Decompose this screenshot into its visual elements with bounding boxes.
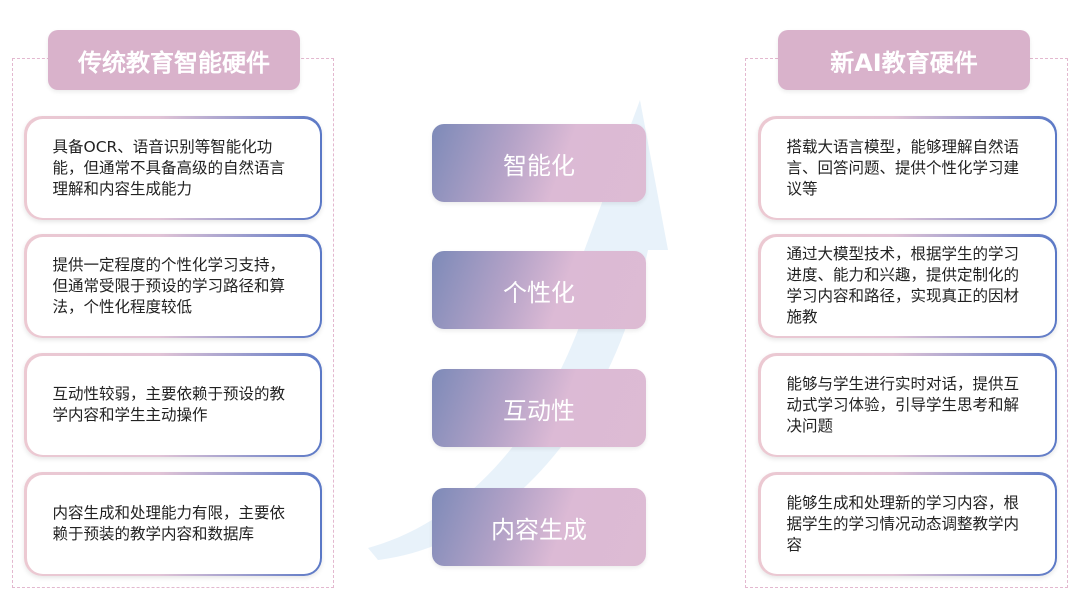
dimension-interactivity: 互动性 [432,369,646,447]
new-ai-header: 新AI教育硬件 [778,30,1030,90]
card-text: 能够生成和处理新的学习内容，根据学生的学习情况动态调整教学内容 [760,474,1055,574]
new-ai-card: 能够生成和处理新的学习内容，根据学生的学习情况动态调整教学内容 [758,472,1057,576]
traditional-card: 内容生成和处理能力有限，主要依赖于预装的教学内容和数据库 [24,472,322,576]
new-ai-card: 通过大模型技术，根据学生的学习进度、能力和兴趣，提供定制化的学习内容和路径，实现… [758,234,1057,338]
traditional-card: 具备OCR、语音识别等智能化功能，但通常不具备高级的自然语言理解和内容生成能力 [24,116,322,220]
new-ai-card: 搭载大语言模型，能够理解自然语言、回答问题、提供个性化学习建议等 [758,116,1057,220]
card-text: 通过大模型技术，根据学生的学习进度、能力和兴趣，提供定制化的学习内容和路径，实现… [760,236,1055,336]
dimension-intelligence: 智能化 [432,124,646,202]
traditional-header: 传统教育智能硬件 [48,30,300,90]
card-text: 提供一定程度的个性化学习支持，但通常受限于预设的学习路径和算法，个性化程度较低 [26,236,320,336]
card-text: 搭载大语言模型，能够理解自然语言、回答问题、提供个性化学习建议等 [760,118,1055,218]
card-text: 具备OCR、语音识别等智能化功能，但通常不具备高级的自然语言理解和内容生成能力 [26,118,320,218]
card-text: 能够与学生进行实时对话，提供互动式学习体验，引导学生思考和解决问题 [760,355,1055,455]
traditional-card: 提供一定程度的个性化学习支持，但通常受限于预设的学习路径和算法，个性化程度较低 [24,234,322,338]
dimension-personalization: 个性化 [432,251,646,329]
new-ai-card: 能够与学生进行实时对话，提供互动式学习体验，引导学生思考和解决问题 [758,353,1057,457]
dimension-content-generation: 内容生成 [432,488,646,566]
card-text: 内容生成和处理能力有限，主要依赖于预装的教学内容和数据库 [26,474,320,574]
traditional-card: 互动性较弱，主要依赖于预设的教学内容和学生主动操作 [24,353,322,457]
card-text: 互动性较弱，主要依赖于预设的教学内容和学生主动操作 [26,355,320,455]
